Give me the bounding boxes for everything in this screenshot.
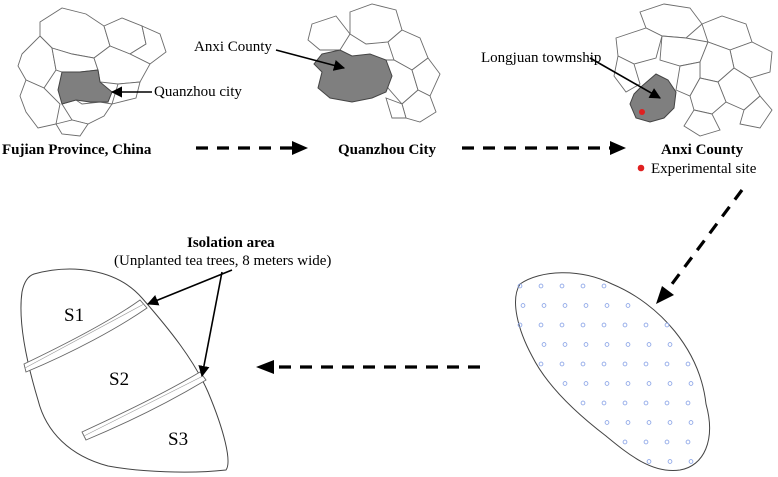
sample-point: [625, 420, 631, 425]
fujian-caption: Fujian Province, China: [2, 142, 152, 158]
sample-point: [583, 342, 589, 347]
dashed-arrow-1-head: [292, 141, 308, 155]
sample-point: [562, 303, 568, 308]
sample-point: [688, 381, 694, 386]
sample-point: [604, 381, 610, 386]
sample-point: [622, 361, 628, 367]
sample-point: [664, 322, 670, 328]
sample-point: [664, 361, 670, 367]
sample-point: [625, 381, 631, 386]
anxi-highlight: [313, 49, 393, 103]
sample-point: [688, 459, 694, 464]
sample-point: [541, 342, 547, 347]
sample-point: [643, 400, 649, 406]
sample-point: [622, 439, 628, 445]
longjuan-pointer-label: Longjuan towmship: [481, 50, 601, 66]
quanzhou-map: [307, 3, 441, 123]
anxi-pointer-arrow: [275, 49, 346, 71]
sample-points: [517, 283, 694, 464]
sample-point: [685, 361, 691, 367]
sample-point: [667, 420, 673, 425]
tea-garden-sampling-map: [515, 272, 710, 472]
plot-s1-label: S1: [64, 305, 84, 326]
sample-point: [646, 420, 652, 425]
sample-point: [601, 361, 607, 367]
sample-point: [562, 342, 568, 347]
sample-point: [664, 400, 670, 406]
sample-point: [580, 400, 586, 406]
sample-point: [562, 381, 568, 386]
sample-point: [604, 342, 610, 347]
sample-point: [583, 381, 589, 386]
quanzhou-highlight: [57, 69, 113, 105]
sample-point: [538, 322, 544, 328]
quanzhou-city-caption: Quanzhou City: [338, 142, 436, 158]
sample-point: [625, 303, 631, 308]
sample-point: [664, 439, 670, 445]
sample-point: [622, 322, 628, 328]
dashed-arrow-3-head: [656, 286, 674, 304]
isolation-arrow-2: [198, 271, 223, 378]
sample-point: [646, 381, 652, 386]
quanzhou-city-pointer-label: Quanzhou city: [154, 84, 242, 100]
sample-point: [667, 459, 673, 464]
experimental-site-legend: Experimental site: [651, 161, 757, 177]
sample-point: [601, 322, 607, 328]
anxi-county-caption: Anxi County: [661, 142, 744, 158]
red-dot-icon: [637, 164, 645, 172]
sample-point: [604, 303, 610, 308]
dashed-arrow-3: [664, 189, 744, 293]
isolation-arrow-1: [146, 269, 233, 306]
sample-point: [520, 303, 526, 308]
isolation-area-subtitle: (Unplanted tea trees, 8 meters wide): [114, 253, 331, 269]
sample-point: [517, 283, 523, 289]
sample-point: [643, 322, 649, 328]
sample-point: [538, 361, 544, 367]
sample-point: [601, 400, 607, 406]
sample-point: [685, 439, 691, 445]
sample-point: [559, 361, 565, 367]
isolation-band-1: [23, 299, 148, 373]
sample-point: [646, 459, 652, 464]
sample-point: [622, 400, 628, 406]
anxi-county-pointer-label: Anxi County: [194, 39, 272, 55]
isolation-area-title: Isolation area: [187, 235, 275, 251]
sample-point: [541, 303, 547, 308]
sample-point: [580, 322, 586, 328]
plot-s2-label: S2: [109, 369, 129, 390]
sample-point: [583, 303, 589, 308]
site-marker-on-map: [639, 109, 645, 115]
plot-s3-label: S3: [168, 429, 188, 450]
dashed-arrow-2-head: [610, 141, 626, 155]
sample-point: [601, 283, 607, 289]
sample-point: [580, 361, 586, 367]
sample-point: [559, 283, 565, 289]
sample-point: [643, 439, 649, 445]
sample-point: [685, 400, 691, 406]
sample-point: [643, 361, 649, 367]
sample-point: [517, 322, 523, 328]
fujian-map: [17, 7, 167, 137]
sample-point: [580, 283, 586, 289]
anxi-map: [613, 3, 773, 137]
sample-point: [625, 342, 631, 347]
sample-point: [604, 420, 610, 425]
sample-point: [646, 342, 652, 347]
longjuan-pointer-arrow: [589, 57, 661, 99]
sample-point: [538, 283, 544, 289]
sample-point: [667, 342, 673, 347]
sample-point: [559, 322, 565, 328]
dashed-arrow-4-head: [256, 360, 274, 374]
sample-point: [688, 420, 694, 425]
plot-layout-map: [20, 268, 229, 473]
sample-point: [667, 381, 673, 386]
